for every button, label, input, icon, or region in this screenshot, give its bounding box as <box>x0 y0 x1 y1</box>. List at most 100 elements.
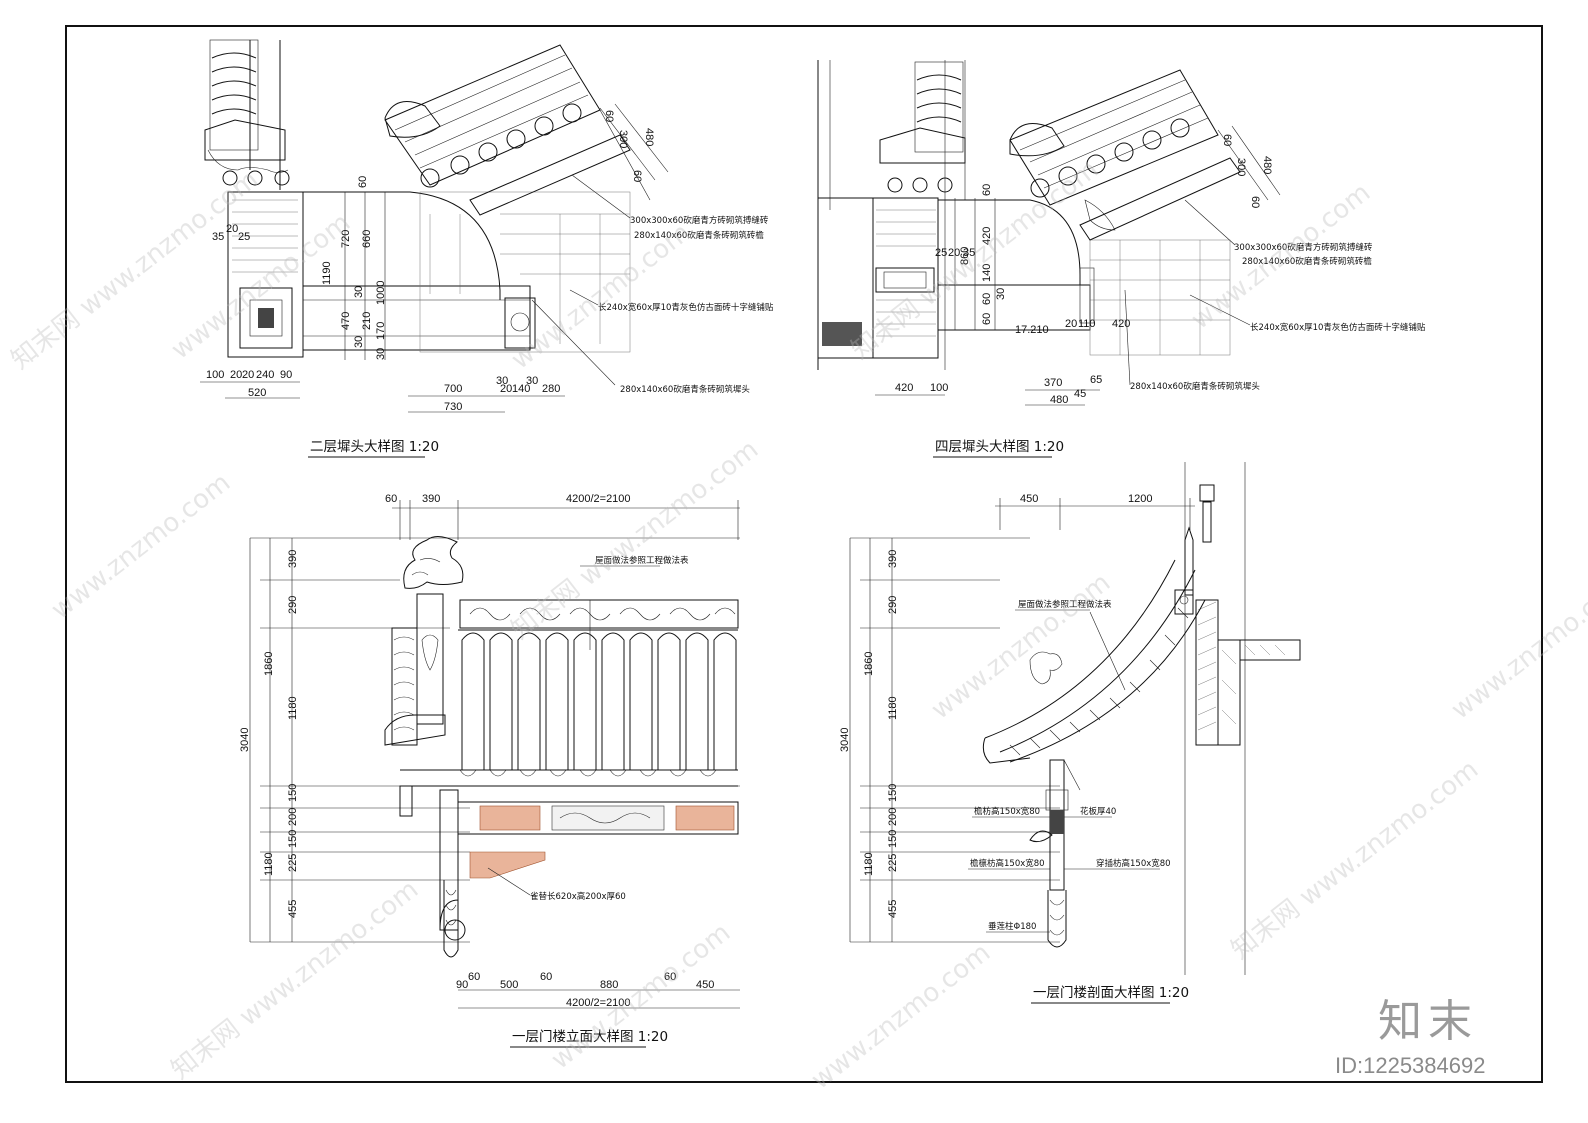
image-id-label: ID:1225384692 <box>1335 1053 1486 1078</box>
v3-left-290: 290 <box>287 596 299 614</box>
v4-left-1180a: 1180 <box>887 696 899 720</box>
v1-note-bofeng: 300x300x60砍磨青方砖砌筑搏缝砖 <box>630 215 769 226</box>
v4-left-150b: 150 <box>887 830 899 848</box>
tile-roll <box>461 632 485 770</box>
v4-note-yanlin: 檐檩枋高150x宽80 <box>970 858 1045 869</box>
v3-title: 一层门楼立面大样图 1:20 <box>512 1029 668 1045</box>
v2-gable-body <box>817 197 939 359</box>
tile-roll <box>601 632 625 770</box>
v1-dim-60: 60 <box>357 176 369 188</box>
view-gate-section: 450 1200 390 290 1180 1860 3040 150 200 … <box>839 462 1301 1004</box>
v4-left-200: 200 <box>887 808 899 826</box>
view-second-floor-gable-head: 60 720 660 1190 1000 30 470 210 30 30 17… <box>200 39 774 458</box>
v3-bot-880: 880 <box>600 979 618 991</box>
v3-bot-60b: 60 <box>540 971 552 983</box>
v1-sloped-roof <box>384 44 651 216</box>
v2-vert-480: 480 <box>1261 156 1273 174</box>
v4-left-290: 290 <box>887 596 899 614</box>
v1-gable-body <box>227 191 304 358</box>
v3-left-390: 390 <box>287 550 299 568</box>
v1-dim-210: 210 <box>361 312 373 330</box>
v1-dim-170: 170 <box>375 322 387 340</box>
v3-left-1180b: 1180 <box>263 852 275 876</box>
tile-roll <box>713 632 737 770</box>
v4-title: 一层门楼剖面大样图 1:20 <box>1033 985 1189 1001</box>
v1-dim-730: 730 <box>444 401 462 413</box>
v3-tile-field <box>458 629 738 770</box>
v3-bot-90: 90 <box>456 979 468 991</box>
v1-note-mianzhuan: 长240x宽60x厚10青灰色仿古面砖十字缝铺贴 <box>598 302 774 313</box>
v2-note-chitou: 280x140x60砍磨青条砖砌筑墀头 <box>1130 381 1260 392</box>
v2-dim-110: 110 <box>1078 318 1096 330</box>
v4-left-1180b: 1180 <box>863 852 875 876</box>
v3-left-150a: 150 <box>287 784 299 802</box>
v1-dim-520: 520 <box>248 387 266 399</box>
v3-note-queti: 雀替长620x高200x厚60 <box>530 891 626 902</box>
watermark-text: 知末网 www.znzmo.com <box>846 155 1104 366</box>
v4-note-roof: 屋面做法参照工程做法表 <box>1018 599 1112 610</box>
v1-dim-240: 240 <box>256 369 274 381</box>
v1-dim-470: 470 <box>340 312 352 330</box>
v4-note-huaban: 花板厚40 <box>1080 806 1116 817</box>
v1-dim-30e: 30 <box>526 375 538 387</box>
v4-left-1860: 1860 <box>863 652 875 676</box>
tile-roll <box>657 632 681 770</box>
watermark-text: 知末网 www.znzmo.com <box>1226 755 1484 966</box>
v4-note-yanfang: 檐枋高150x宽80 <box>974 806 1040 817</box>
v3-bot-450: 450 <box>696 979 714 991</box>
v1-leaders <box>531 174 631 386</box>
v3-note-roof: 屋面做法参照工程做法表 <box>595 555 689 566</box>
watermark-text: www.znzmo.com <box>1446 568 1588 726</box>
v1-dim-140: 140 <box>512 383 530 395</box>
v1-dim-700: 700 <box>444 383 462 395</box>
watermark-text: 知末网 www.znzmo.com <box>506 435 764 646</box>
v3-dimension-frame <box>249 500 740 1009</box>
v3-bot-total: 4200/2=2100 <box>566 997 631 1009</box>
v1-dim-720: 720 <box>340 230 352 248</box>
v2-dim-45: 45 <box>1074 388 1086 400</box>
v4-left-225: 225 <box>887 854 899 872</box>
v2-dim-20: 20 <box>948 247 960 259</box>
v2-vert-300: 300 <box>1235 158 1247 176</box>
v2-note-mianzhuan: 长240x宽60x厚10青灰色仿古面砖十字缝铺贴 <box>1250 322 1426 333</box>
v4-left-3040: 3040 <box>839 728 851 752</box>
v1-dim-20b: 20 <box>230 369 242 381</box>
v1-vert-300: 300 <box>617 130 629 148</box>
v1-vert-60a: 60 <box>603 110 615 122</box>
v4-top-1200: 1200 <box>1128 493 1152 505</box>
v3-bot-500: 500 <box>500 979 518 991</box>
v4-curved-roof <box>982 526 1206 764</box>
v1-dim-1190: 1190 <box>321 261 333 285</box>
v3-eave <box>400 769 738 787</box>
tile-roll <box>685 632 709 770</box>
view-gate-elevation: 60 390 4200/2=2100 390 290 1180 1860 304… <box>239 493 740 1048</box>
v1-dim-25: 25 <box>238 231 250 243</box>
v1-dim-20d: 20 <box>500 383 512 395</box>
v2-vert-60a: 60 <box>1221 134 1233 146</box>
v3-top-2100: 4200/2=2100 <box>566 493 631 505</box>
v2-dim-420c: 420 <box>1112 318 1130 330</box>
v3-left-3040: 3040 <box>239 728 251 752</box>
sheet-border <box>65 25 1543 1083</box>
v1-dim-30c: 30 <box>375 348 387 360</box>
v3-beam-panels <box>457 801 739 835</box>
v2-dim-60a: 60 <box>981 184 993 196</box>
v3-top-60: 60 <box>385 493 397 505</box>
watermark-text: 知末网 www.znzmo.com <box>6 165 264 376</box>
v2-dim-860: 860 <box>959 247 971 265</box>
brand-logo: 知末 <box>1378 996 1478 1047</box>
v2-dim-420a: 420 <box>981 227 993 245</box>
watermark-text: www.znzmo.com <box>806 938 996 1096</box>
v1-dim-30b: 30 <box>353 336 365 348</box>
v2-dimension-lines <box>875 125 1281 406</box>
v1-dim-660: 660 <box>361 230 373 248</box>
v4-note-chuancha: 穿插枋高150x宽80 <box>1096 858 1171 869</box>
v2-sloped-roof <box>1009 69 1241 241</box>
v1-dimension-lines <box>200 103 669 413</box>
tile-roll <box>489 632 513 770</box>
v3-left-1180a: 1180 <box>287 696 299 720</box>
v4-left-150a: 150 <box>887 784 899 802</box>
v2-note-bofeng: 300x300x60砍磨青方砖砌筑搏缝砖 <box>1234 242 1373 253</box>
v1-dim-1000: 1000 <box>375 281 387 305</box>
tile-roll <box>573 632 597 770</box>
